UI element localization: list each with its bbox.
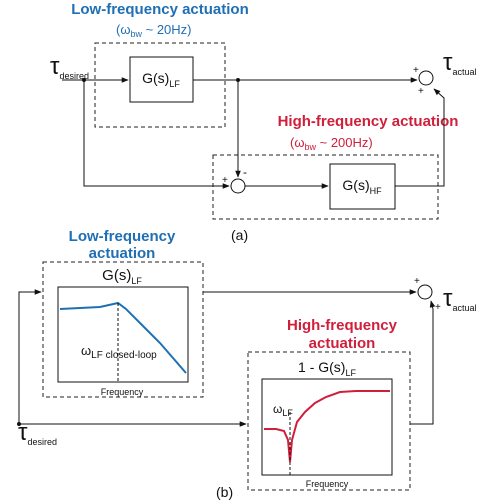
lf-title-line2: actuation <box>89 245 156 262</box>
branch-dot-b <box>17 422 21 426</box>
lf-title-line1: Low-frequency <box>69 228 176 245</box>
hf-plot-dashed-box <box>247 351 411 491</box>
hf-bandwidth-label: (ωbw ~ 200Hz) <box>290 135 373 152</box>
hf-summing-junction <box>230 178 246 194</box>
sign-out-bottom: + <box>418 86 424 97</box>
hf-bode-plot <box>261 378 393 476</box>
caption-a: (a) <box>231 227 248 243</box>
panel-a: Low-frequency actuation (ωbw ~ 20Hz) Hig… <box>50 1 477 243</box>
hf-transfer-label: G(s)HF <box>342 177 382 196</box>
lf-transfer-label: G(s)LF <box>142 70 180 89</box>
hf-magnitude-curve <box>264 390 390 463</box>
lf-dashed-box <box>94 42 226 128</box>
panel-a-wires <box>62 77 445 189</box>
hf-title-line2: actuation <box>309 335 376 352</box>
sign-b-right: + <box>435 302 441 313</box>
lf-bandwidth-label: (ωbw ~ 20Hz) <box>116 22 192 39</box>
tau-desired-input-a: τdesired <box>50 53 89 81</box>
lf-block-label-b: G(s)LF <box>102 267 142 286</box>
hf-plot-xlabel: Frequency <box>306 479 349 489</box>
hf-cutoff-annotation: ωLF <box>273 402 293 418</box>
panel-b: Low-frequency actuation High-frequency a… <box>17 228 477 500</box>
caption-b: (b) <box>216 484 233 500</box>
hf-actuation-title: High-frequency actuation <box>278 113 459 130</box>
hf-title-line1: High-frequency <box>287 317 398 334</box>
branch-dot-a2 <box>236 78 240 82</box>
panel-b-wires <box>18 289 436 427</box>
lf-bode-plot <box>57 286 189 383</box>
tau-desired-input-b: τdesired <box>18 419 57 447</box>
tau-actual-output-a: τactual <box>443 49 477 77</box>
sign-out-left: + <box>413 65 419 76</box>
sign-hf-left: + <box>222 175 228 186</box>
branch-dot-a1 <box>82 78 86 82</box>
hf-dashed-box <box>212 154 439 220</box>
sign-b-top: + <box>414 276 420 287</box>
lf-plot-dashed-box <box>42 261 204 398</box>
lf-cutoff-annotation: ωLF closed-loop <box>81 343 157 361</box>
sign-hf-top: - <box>243 165 247 179</box>
tau-actual-output-b: τactual <box>443 285 477 313</box>
lf-magnitude-curve <box>59 301 187 374</box>
hf-block-label-b: 1 - G(s)LF <box>298 359 356 378</box>
output-summing-junction-a <box>418 70 434 86</box>
output-summing-junction-b <box>417 284 433 300</box>
lf-transfer-block <box>129 56 194 103</box>
lf-plot-xlabel: Frequency <box>101 387 144 397</box>
hf-transfer-block <box>329 163 396 210</box>
lf-actuation-title: Low-frequency actuation <box>71 1 249 18</box>
